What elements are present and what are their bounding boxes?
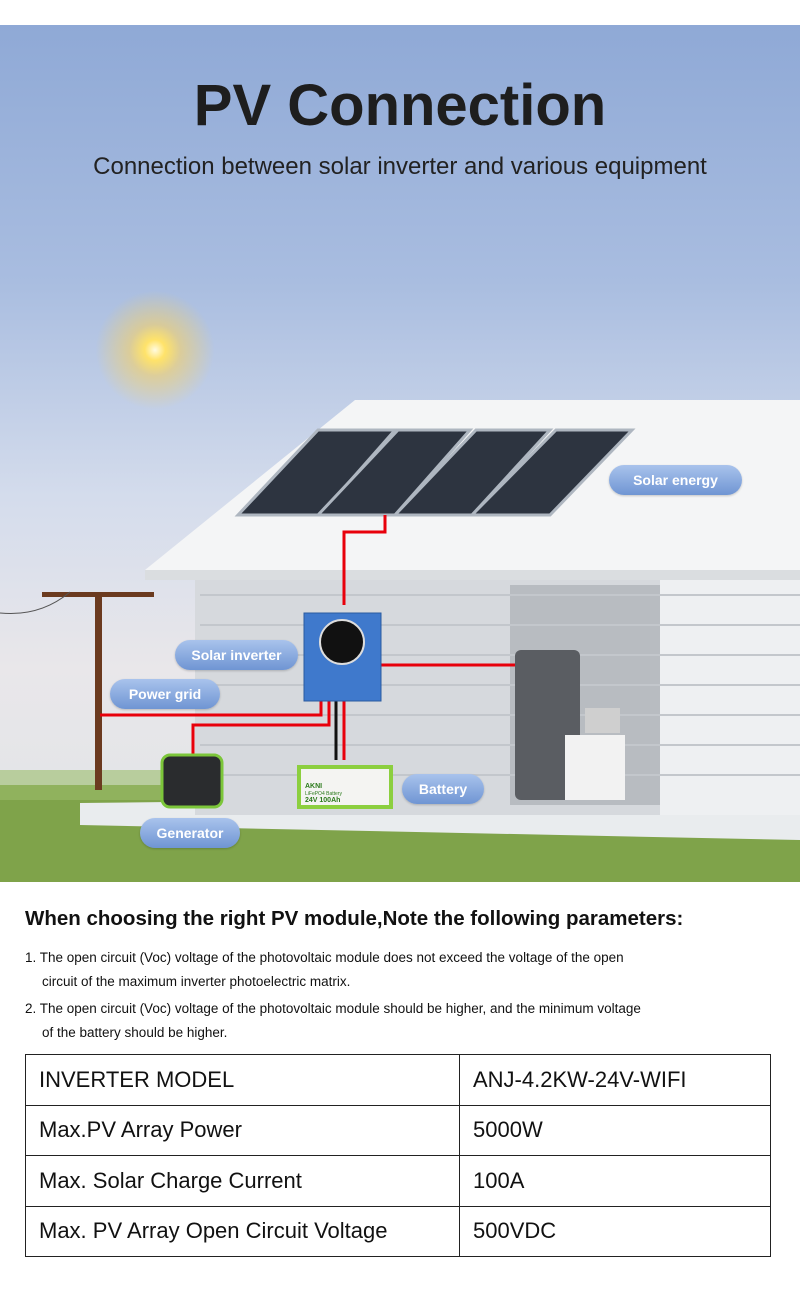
battery-type: LiFePO4 Battery xyxy=(305,791,342,797)
note-item-2-line1: 2. The open circuit (Voc) voltage of the… xyxy=(25,1001,641,1016)
scene-illustration xyxy=(0,400,800,882)
spec-value: 500VDC xyxy=(459,1205,771,1257)
note-item-1-line2: circuit of the maximum inverter photoele… xyxy=(42,974,351,989)
spec-value: 5000W xyxy=(459,1104,771,1156)
label-battery: Battery xyxy=(402,774,484,804)
label-power-grid: Power grid xyxy=(110,679,220,709)
page-title: PV Connection xyxy=(193,73,607,138)
battery-brand: AKNI xyxy=(305,783,323,790)
spec-label: INVERTER MODEL xyxy=(25,1054,460,1106)
solar-panels xyxy=(234,428,636,517)
notes-list: 1. The open circuit (Voc) voltage of the… xyxy=(25,946,641,1045)
notes-heading: When choosing the right PV module,Note t… xyxy=(25,907,684,930)
spec-label: Max. Solar Charge Current xyxy=(25,1155,460,1207)
generator-image xyxy=(160,753,224,809)
label-solar-inverter: Solar inverter xyxy=(175,640,298,670)
label-solar-energy: Solar energy xyxy=(609,465,742,495)
wires xyxy=(100,515,515,760)
refrigerator xyxy=(515,650,580,800)
note-item-2-line2: of the battery should be higher. xyxy=(42,1025,228,1040)
note-item-1-line1: 1. The open circuit (Voc) voltage of the… xyxy=(25,950,624,965)
microwave xyxy=(585,708,620,733)
spec-label: Max.PV Array Power xyxy=(25,1104,460,1156)
page-subtitle: Connection between solar inverter and va… xyxy=(93,153,707,180)
washing-machine xyxy=(565,735,625,800)
battery-image xyxy=(297,765,393,809)
pv-connection-scene: AKNI LiFePO4 Battery 24V 100Ah Solar ene… xyxy=(0,25,800,882)
spec-value: 100A xyxy=(459,1155,771,1207)
battery-spec: 24V 100Ah xyxy=(305,797,341,804)
power-pole xyxy=(95,592,102,790)
sun-image xyxy=(95,290,215,410)
spec-label: Max. PV Array Open Circuit Voltage xyxy=(25,1205,460,1257)
spec-value: ANJ-4.2KW-24V-WIFI xyxy=(459,1054,771,1106)
label-generator: Generator xyxy=(140,818,240,848)
